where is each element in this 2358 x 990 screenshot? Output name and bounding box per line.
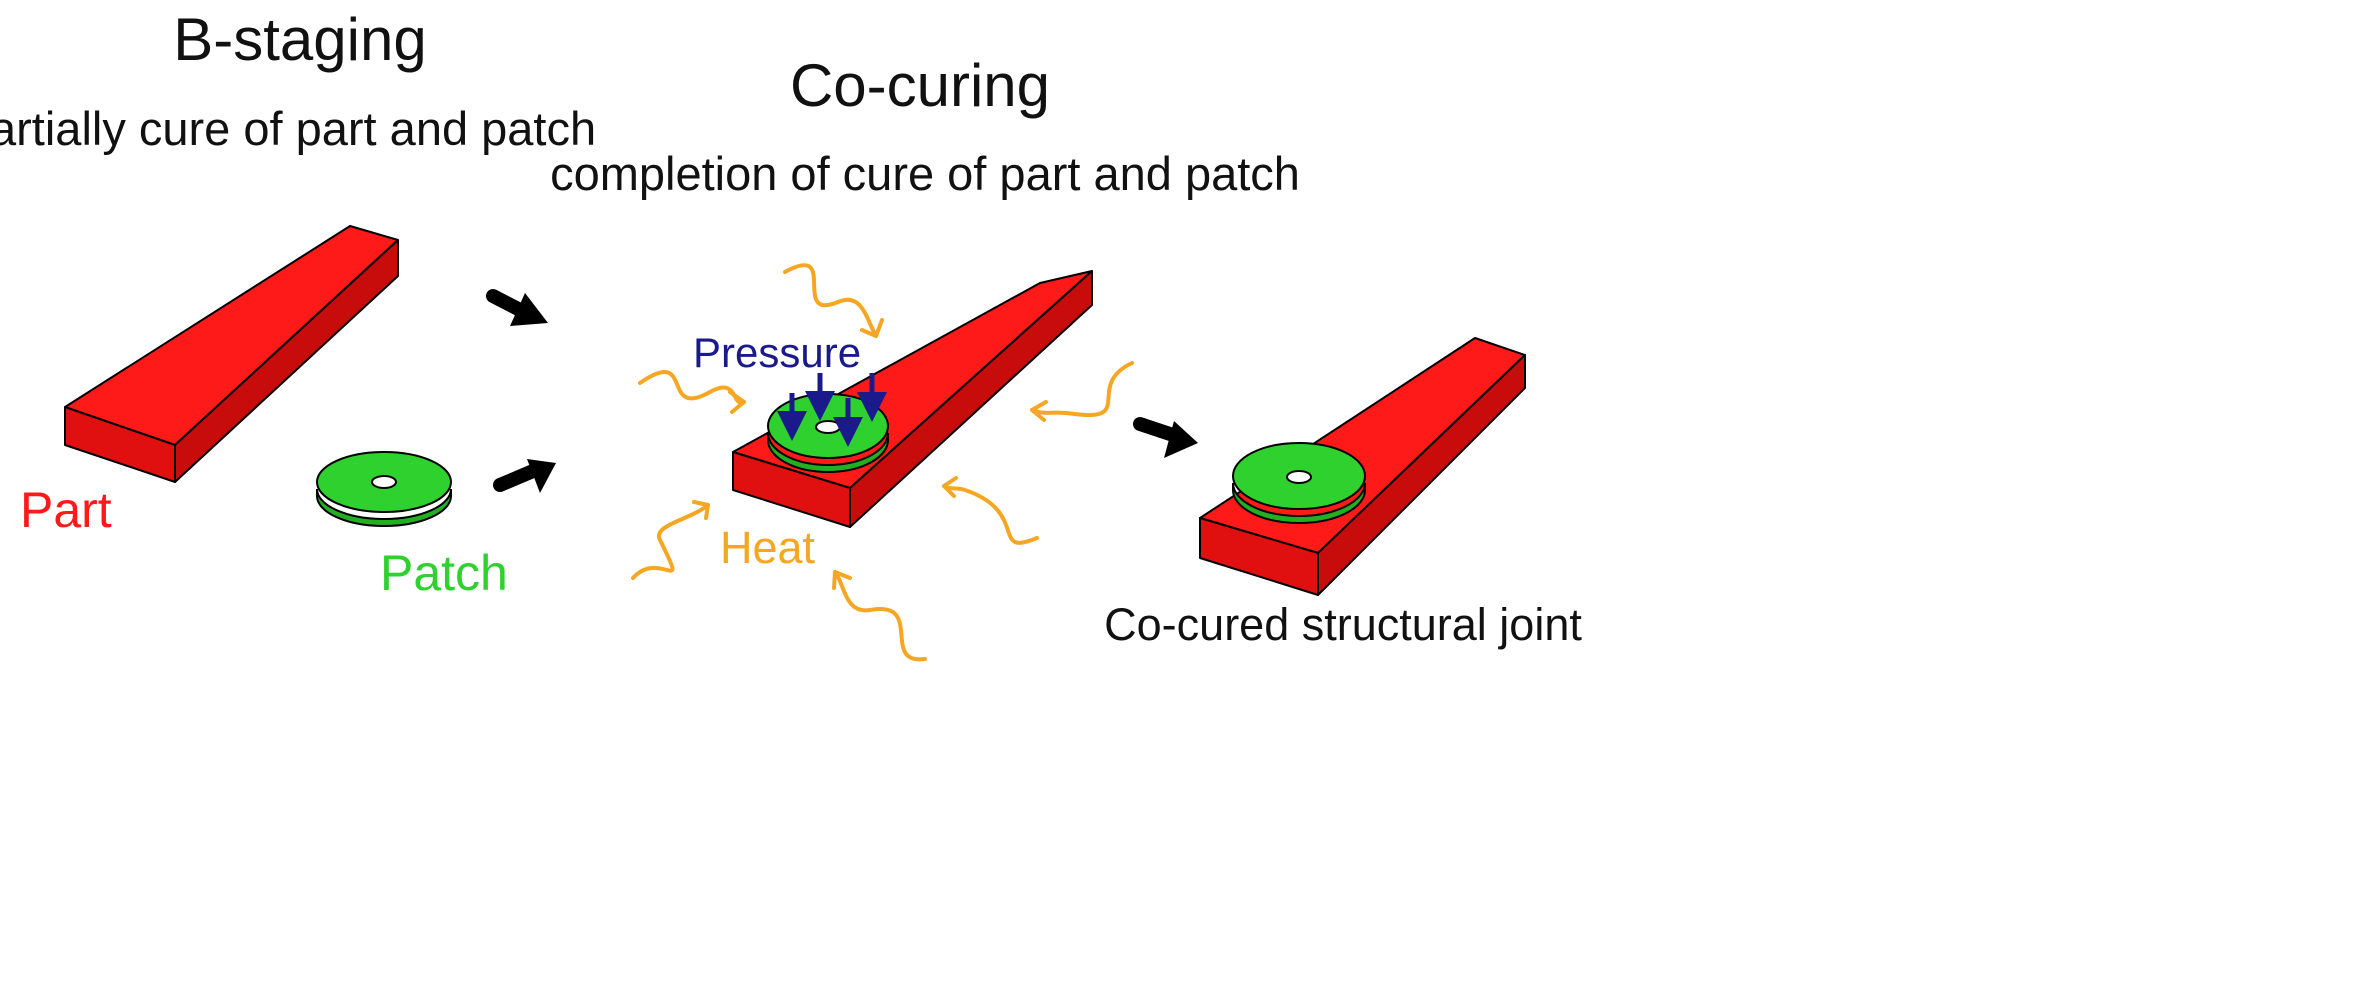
heat-arrow-left xyxy=(638,370,746,414)
pressure-label: Pressure xyxy=(693,329,861,376)
patch-disc-3 xyxy=(1232,442,1366,524)
part-bar-2 xyxy=(732,270,1093,528)
b-staging-title: B-staging xyxy=(173,6,426,73)
heat-arrow-bottom-left xyxy=(631,500,710,580)
co-curing-title: Co-curing xyxy=(790,52,1050,119)
process-arrow-lower xyxy=(493,459,556,493)
part-bar-1 xyxy=(64,225,399,483)
pressure-arrows xyxy=(777,373,887,447)
heat-arrow-right-lower xyxy=(942,476,1039,545)
b-staging-subtitle: partially cure of part and patch xyxy=(0,102,596,155)
heat-arrow-top xyxy=(783,263,884,338)
heat-arrow-right xyxy=(1030,361,1134,422)
heat-arrow-bottom xyxy=(832,570,927,662)
patch-disc-1 xyxy=(316,451,452,527)
heat-label: Heat xyxy=(720,522,816,573)
patch-label: Patch xyxy=(380,545,508,601)
process-arrow-final xyxy=(1133,417,1198,458)
heat-arrows xyxy=(631,263,1134,662)
process-arrow-upper xyxy=(486,289,548,326)
co-cured-joint-caption: Co-cured structural joint xyxy=(1104,599,1582,650)
co-curing-subtitle: completion of cure of part and patch xyxy=(550,147,1300,200)
part-label: Part xyxy=(20,482,112,538)
